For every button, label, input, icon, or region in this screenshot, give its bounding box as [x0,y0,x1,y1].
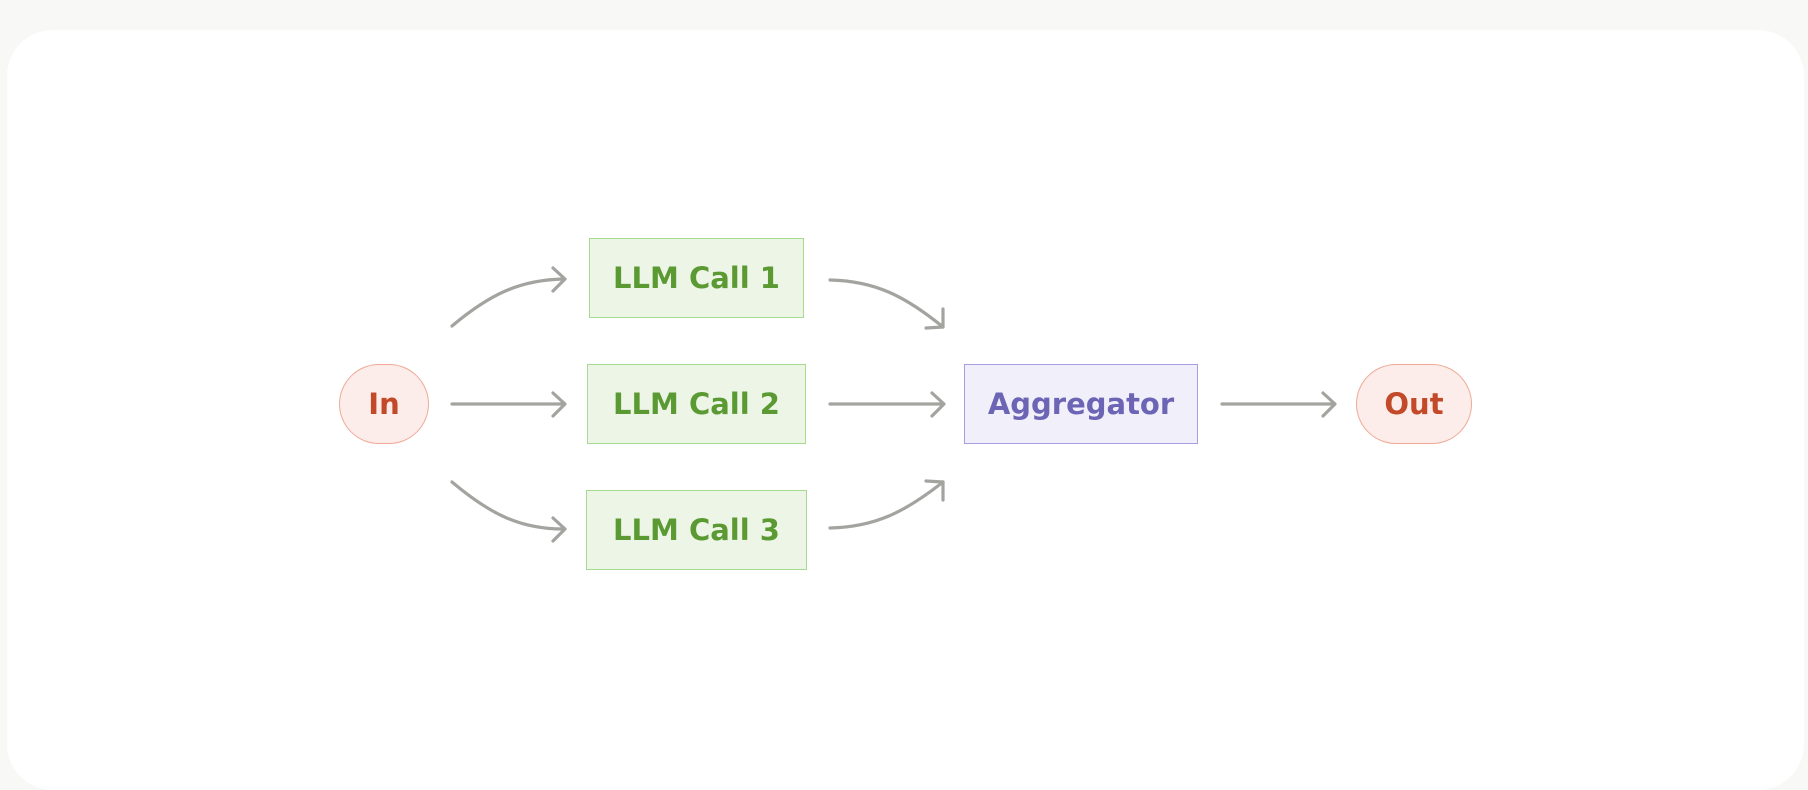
output-node: Out [1356,364,1472,444]
edge-aggregator-to-out [1220,391,1337,418]
llm-call-3-label: LLM Call 3 [613,513,780,547]
output-node-label: Out [1384,387,1444,421]
edge-llm-call-1-to-aggregator [828,278,945,330]
edge-in-to-llm-call-1 [450,266,567,328]
llm-call-2-label: LLM Call 2 [613,387,780,421]
input-node-label: In [368,387,400,421]
diagram-canvas [7,30,1804,790]
aggregator-label: Aggregator [987,387,1175,421]
edge-layer [450,266,1337,543]
llm-call-1-label: LLM Call 1 [613,261,780,295]
llm-call-1-node: LLM Call 1 [589,238,804,318]
edge-llm-call-3-to-aggregator [828,479,945,530]
edge-in-to-llm-call-2 [450,391,567,418]
llm-call-3-node: LLM Call 3 [586,490,807,570]
edge-llm-call-2-to-aggregator [828,391,946,418]
edge-in-to-llm-call-3 [450,480,567,543]
input-node: In [339,364,429,444]
llm-call-2-node: LLM Call 2 [587,364,806,444]
aggregator-node: Aggregator [964,364,1198,444]
